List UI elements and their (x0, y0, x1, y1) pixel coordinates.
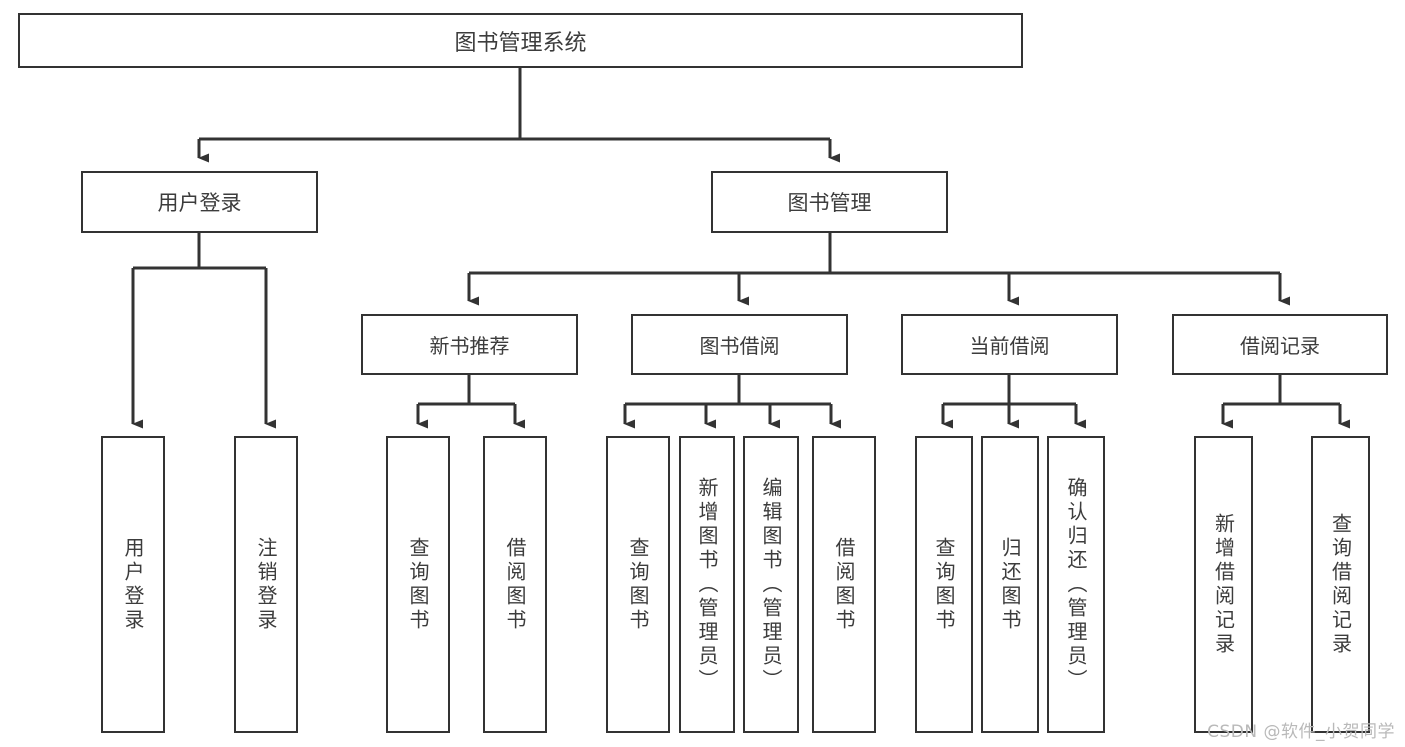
node-new-book-recommend[interactable]: 新书推荐 (361, 314, 578, 375)
leaf-query-record[interactable]: 查询借阅记录 (1311, 436, 1370, 733)
leaf-edit-book[interactable]: 编辑图书（管理员） (743, 436, 799, 733)
node-current-borrow[interactable]: 当前借阅 (901, 314, 1118, 375)
node-label: 编辑图书（管理员） (759, 476, 783, 693)
leaf-user-login[interactable]: 用户登录 (101, 436, 165, 733)
leaf-add-book[interactable]: 新增图书（管理员） (679, 436, 735, 733)
node-label: 当前借阅 (969, 334, 1050, 358)
watermark: CSDN @软件_小贺同学 (1207, 722, 1395, 742)
node-label: 图书管理系统 (454, 30, 587, 56)
node-book-manage[interactable]: 图书管理 (711, 171, 948, 233)
node-label: 注销登录 (254, 536, 278, 633)
node-label: 确认归还（管理员） (1064, 476, 1088, 693)
node-borrow-record[interactable]: 借阅记录 (1172, 314, 1388, 375)
node-label: 新增图书（管理员） (695, 476, 719, 693)
node-user-login[interactable]: 用户登录 (81, 171, 318, 233)
node-root-system[interactable]: 图书管理系统 (18, 13, 1023, 68)
node-label: 归还图书 (998, 536, 1022, 633)
leaf-add-record[interactable]: 新增借阅记录 (1194, 436, 1253, 733)
node-label: 借阅图书 (503, 536, 527, 633)
leaf-borrow-book-2[interactable]: 借阅图书 (812, 436, 876, 733)
node-label: 用户登录 (157, 191, 242, 215)
node-book-borrow[interactable]: 图书借阅 (631, 314, 848, 375)
node-label: 新书推荐 (429, 334, 510, 358)
leaf-query-book-3[interactable]: 查询图书 (915, 436, 973, 733)
leaf-borrow-book-1[interactable]: 借阅图书 (483, 436, 547, 733)
node-label: 借阅图书 (832, 536, 856, 633)
node-label: 查询图书 (406, 536, 430, 633)
node-label: 用户登录 (121, 536, 145, 633)
node-label: 新增借阅记录 (1211, 512, 1236, 657)
node-label: 借阅记录 (1240, 334, 1320, 358)
leaf-return-book[interactable]: 归还图书 (981, 436, 1039, 733)
node-label: 查询图书 (626, 536, 650, 633)
node-label: 图书借阅 (699, 334, 780, 358)
node-label: 查询借阅记录 (1328, 512, 1353, 657)
leaf-logout[interactable]: 注销登录 (234, 436, 298, 733)
leaf-confirm-return[interactable]: 确认归还（管理员） (1047, 436, 1105, 733)
leaf-query-book-1[interactable]: 查询图书 (386, 436, 450, 733)
node-label: 图书管理 (787, 191, 872, 215)
node-label: 查询图书 (932, 536, 956, 633)
leaf-query-book-2[interactable]: 查询图书 (606, 436, 670, 733)
